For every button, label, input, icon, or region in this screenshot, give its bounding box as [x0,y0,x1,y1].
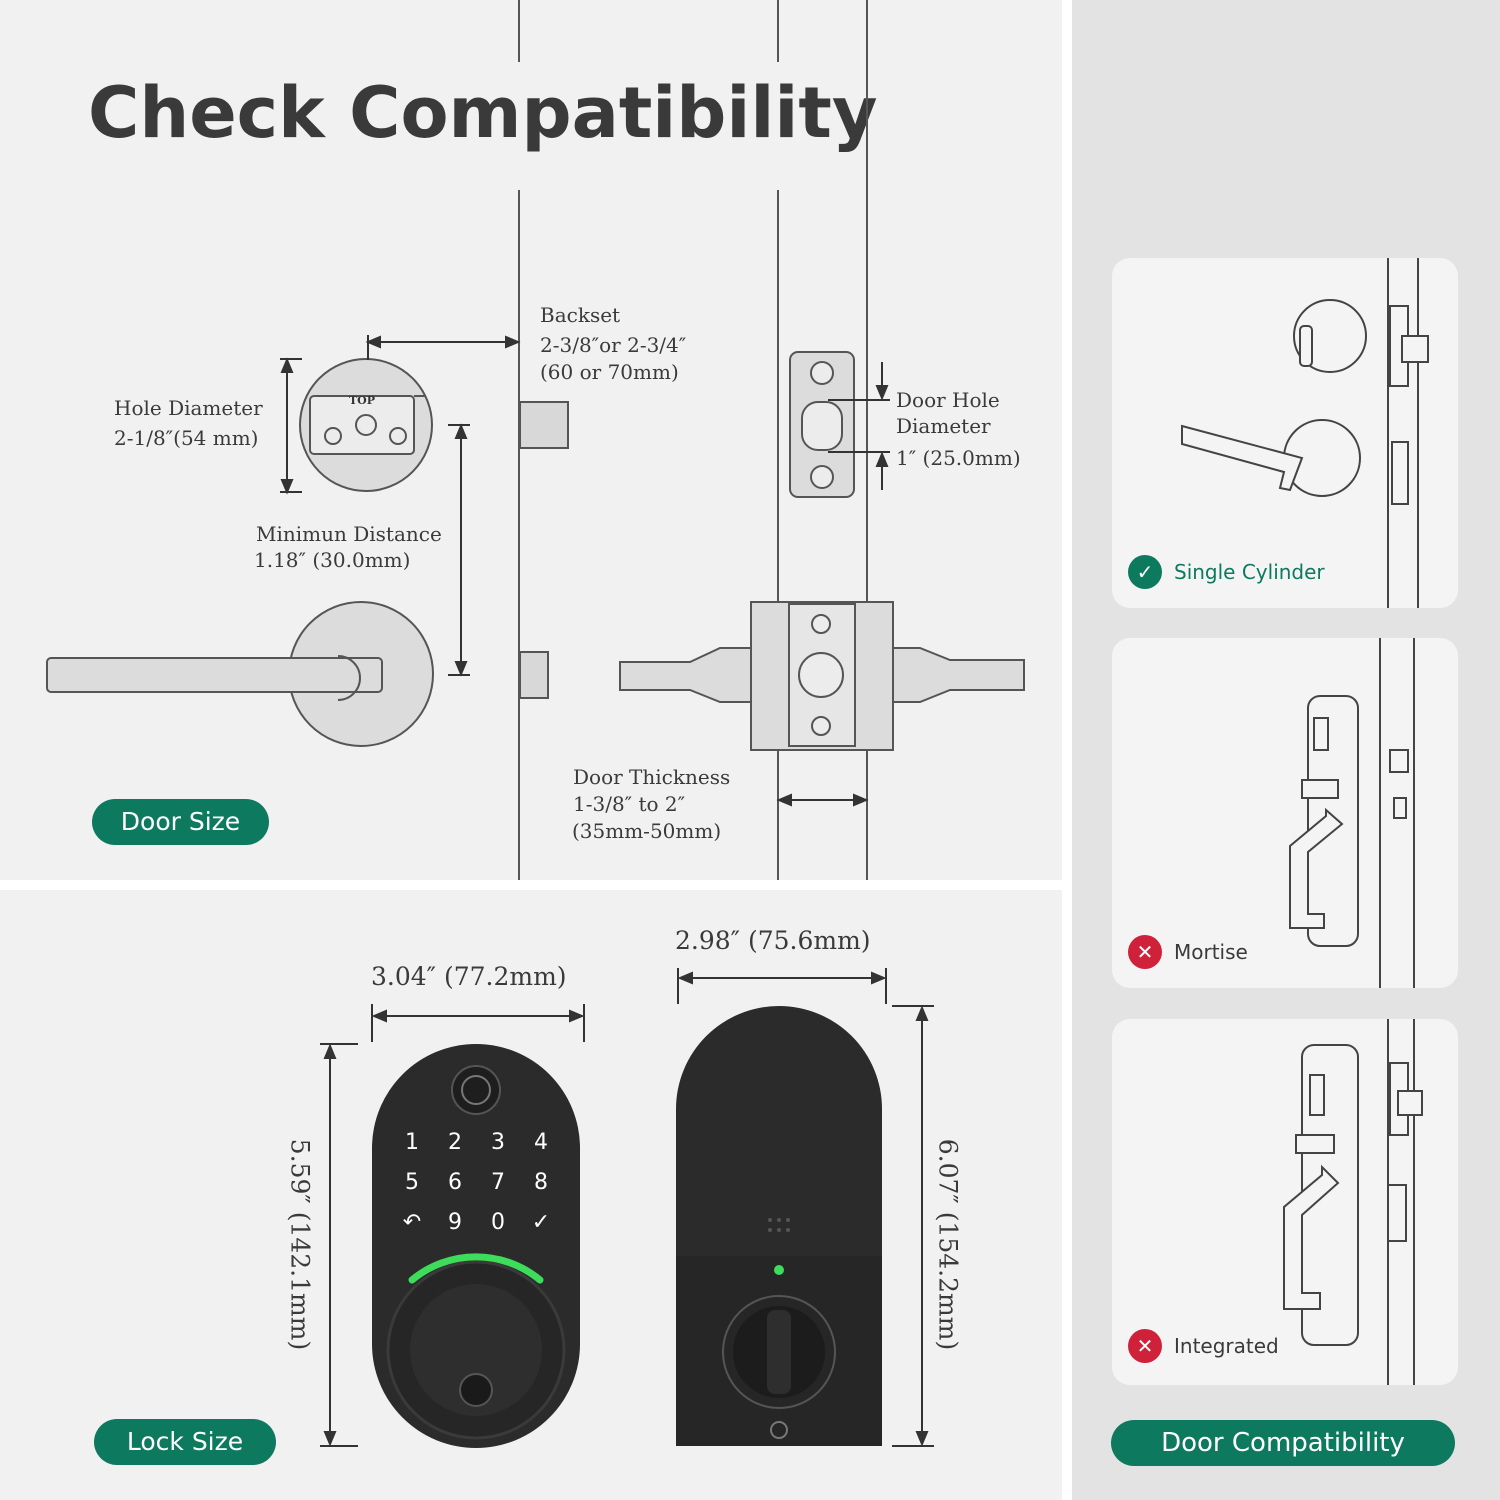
backset-label: Backset [540,303,621,327]
keypad-key-8: 8 [534,1170,548,1195]
keypad-key-0: 0 [491,1210,505,1235]
door-hole-label-1: Door Hole [896,388,1000,412]
keypad-key-back: ↶ [402,1210,422,1235]
lock-size-panel: 1 2 3 4 5 6 7 8 ↶ 9 0 ✓ 3.04″ (77.2mm) 2… [0,890,1062,1500]
cross-icon: ✕ [1128,935,1162,969]
door-thickness-value: 1-3/8″ to 2″ [573,792,686,816]
page-title: Check Compatibility [88,72,878,154]
back-height-label: 6.07″ (154.2mm) [933,1138,963,1351]
hole-diameter-value: 2-1/8″(54 mm) [114,426,259,450]
front-height-label: 5.59″ (142.1mm) [285,1138,315,1351]
check-icon: ✓ [1128,555,1162,589]
door-hole-label-2: Diameter [896,414,991,438]
mortise-illustration [1289,638,1415,988]
keypad-key-confirm: ✓ [531,1210,551,1235]
keypad-key-3: 3 [491,1130,505,1155]
minimum-distance-label: Minimun Distance [256,522,442,546]
backset-metric: (60 or 70mm) [540,360,679,384]
minimum-distance-value: 1.18″ (30.0mm) [254,548,411,572]
compat-card-single-cylinder: ✓ Single Cylinder [1112,258,1458,608]
door-diagram [46,0,1025,880]
keypad-key-6: 6 [448,1170,462,1195]
keypad-key-4: 4 [534,1130,548,1155]
integrated-label: Integrated [1174,1334,1279,1358]
compat-card-mortise: ✕ Mortise [1112,638,1458,988]
front-width-label: 3.04″ (77.2mm) [371,962,567,991]
door-hole-value: 1″ (25.0mm) [896,446,1021,470]
back-width-label: 2.98″ (75.6mm) [675,926,871,955]
compat-card-integrated: ✕ Integrated [1112,1019,1458,1385]
mortise-label: Mortise [1174,940,1248,964]
door-thickness-label: Door Thickness [573,765,731,789]
door-thickness-metric: (35mm-50mm) [572,819,722,843]
integrated-illustration [1283,1019,1423,1385]
keypad-key-2: 2 [448,1130,462,1155]
door-compatibility-badge: Door Compatibility [1111,1420,1455,1466]
single-cylinder-illustration [1181,258,1429,608]
hole-diameter-label: Hole Diameter [114,396,263,420]
single-cylinder-label: Single Cylinder [1174,560,1325,584]
backset-value: 2-3/8″or 2-3/4″ [540,333,687,357]
keypad-key-7: 7 [491,1170,505,1195]
lock-diagram [320,968,934,1448]
door-size-panel: Check Compatibility [0,0,1062,880]
keypad-key-9: 9 [448,1210,462,1235]
keypad-key-5: 5 [405,1170,419,1195]
keypad-key-1: 1 [405,1130,419,1155]
cross-icon: ✕ [1128,1329,1162,1363]
door-size-badge: Door Size [92,799,269,845]
faceplate-stamp: TOP [349,394,376,407]
lock-size-badge: Lock Size [94,1419,276,1465]
